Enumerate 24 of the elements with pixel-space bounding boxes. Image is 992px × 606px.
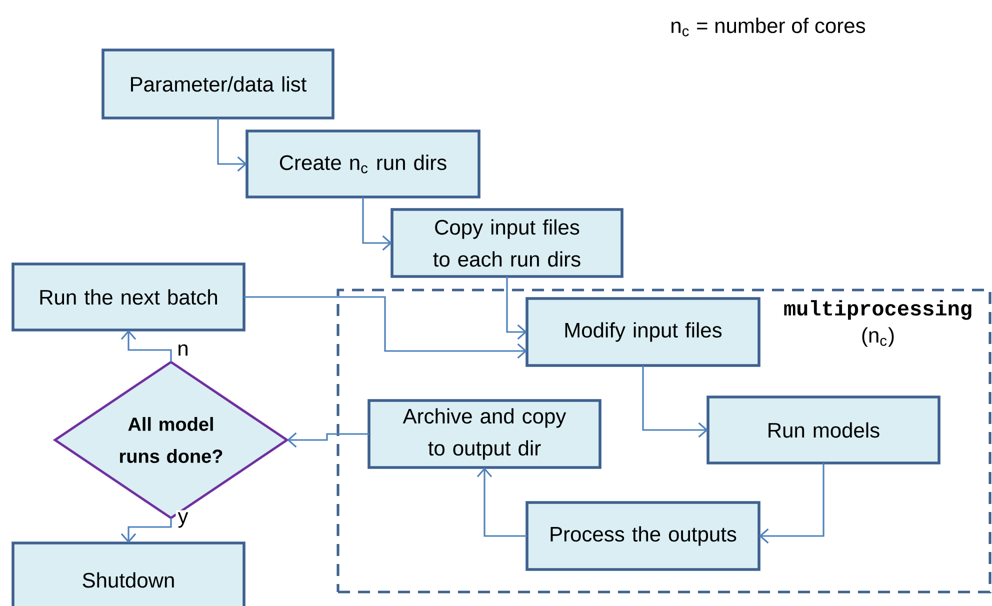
process-box: Create n$_{c}$ run dirs	[246, 130, 480, 198]
arrow	[244, 296, 527, 359]
edge-label: y	[176, 510, 190, 530]
process-box: Copy input files to each run dirs	[390, 208, 624, 278]
edge-label: n	[175, 342, 191, 358]
arrow	[287, 432, 369, 448]
arrow	[120, 330, 172, 362]
process-box: Archive and copy to output dir	[368, 399, 602, 469]
arrow	[642, 366, 708, 438]
group-title: multiprocessing	[784, 300, 972, 320]
process-box: Shutdown	[12, 542, 246, 606]
process-box: Run models	[706, 396, 940, 464]
group-note: (n$_{c}$)	[862, 327, 894, 347]
process-box: Run the next batch	[12, 262, 246, 332]
arrow	[759, 463, 824, 544]
note: n$_{c}$ = number of cores	[672, 18, 866, 36]
arrow	[217, 118, 247, 172]
arrow	[120, 518, 172, 543]
process-box: Parameter/data list	[102, 48, 334, 120]
arrow	[476, 468, 527, 537]
arrow	[362, 197, 392, 251]
process-box: Modify input files	[526, 297, 760, 367]
process-box: Process the outputs	[526, 501, 760, 571]
arrow	[506, 276, 527, 340]
